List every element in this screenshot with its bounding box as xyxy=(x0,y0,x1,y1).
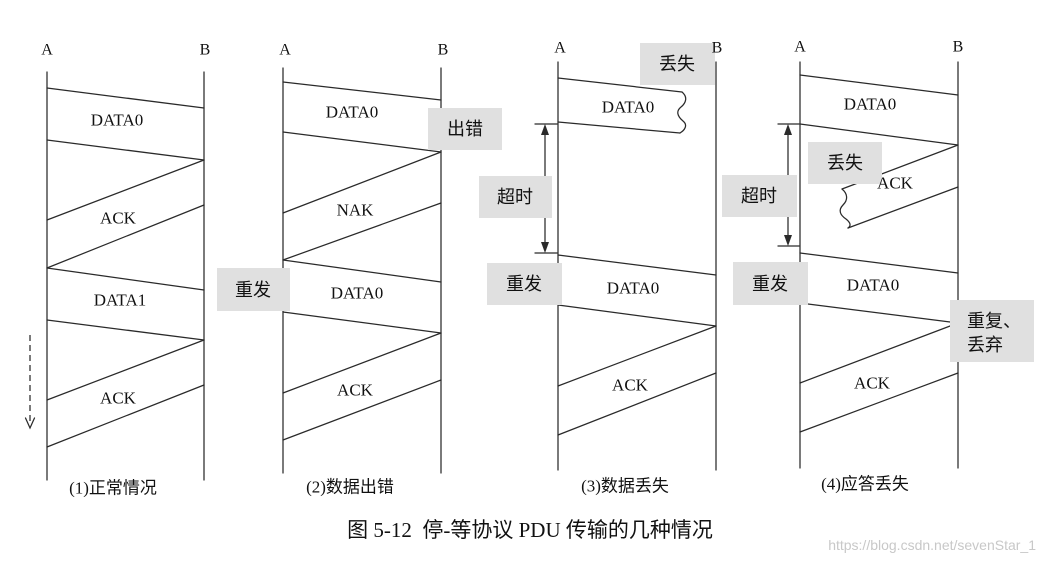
ack-frame-top-edge xyxy=(46,339,205,401)
ack-frame-bottom-edge xyxy=(799,372,959,433)
frame-label: NAK xyxy=(337,201,375,220)
timer-arrowhead-up xyxy=(541,124,549,135)
retransmit-callout-box xyxy=(487,263,562,305)
timer-arrowhead-down xyxy=(541,242,549,253)
ack-frame-top-edge xyxy=(46,159,205,221)
frame-label: DATA0 xyxy=(607,279,659,298)
ack-frame-bottom-edge xyxy=(46,384,205,448)
nak-frame-bottom-edge xyxy=(282,202,442,261)
panel-2-data-error: 出错 重发 A B DATA0 NAK DATA0 ACK (2)数据出错 xyxy=(217,42,502,497)
data0-frame-bottom-edge xyxy=(46,139,205,161)
timer-arrowhead-down xyxy=(784,235,792,246)
timeout-callout-text: 超时 xyxy=(497,187,533,207)
lost-frame-break-squiggle xyxy=(677,91,687,134)
timeout-callout-box xyxy=(722,175,797,217)
panel-caption: (3)数据丢失 xyxy=(581,477,669,496)
data0-retransmit-top-edge xyxy=(557,254,717,276)
frame-label: DATA0 xyxy=(326,103,378,122)
data0-retransmit-top-edge xyxy=(799,252,959,274)
data0-frame-top-edge xyxy=(46,87,205,109)
data0-frame-top-edge xyxy=(282,81,442,101)
frame-label: ACK xyxy=(612,376,649,395)
lost-callout-text: 丢失 xyxy=(659,54,695,74)
data1-frame-bottom-edge xyxy=(46,319,205,341)
frame-label: DATA0 xyxy=(602,98,654,117)
retransmit-callout-text: 重发 xyxy=(752,274,788,294)
nak-frame-top-edge xyxy=(282,151,442,214)
frame-label: DATA1 xyxy=(94,291,146,310)
lost-callout-box xyxy=(640,43,715,85)
frame-label: ACK xyxy=(100,209,137,228)
node-a-label: A xyxy=(554,40,566,57)
error-callout-text: 出错 xyxy=(447,119,483,139)
panel-1-normal: A B DATA0 ACK DATA1 ACK (1)正常情况 xyxy=(24,42,211,498)
lost-data0-top-edge xyxy=(557,77,683,93)
panel-3-data-lost: 丢失 超时 重发 A B DATA0 DATA0 ACK (3)数据丢失 xyxy=(479,40,722,496)
lost-frame-break-squiggle xyxy=(839,188,851,229)
frame-label: ACK xyxy=(337,381,374,400)
frame-label: ACK xyxy=(854,374,891,393)
retransmit-callout-box xyxy=(733,262,808,305)
ack-frame-top-edge xyxy=(282,332,442,394)
data0-frame-top-edge xyxy=(799,74,959,96)
ack-frame-bottom-edge xyxy=(282,379,442,441)
data0-frame-bottom-edge xyxy=(799,123,959,146)
time-direction-arrow xyxy=(24,335,36,430)
node-a-label: A xyxy=(279,42,291,59)
frame-label: DATA0 xyxy=(847,276,899,295)
lost-callout-box xyxy=(808,142,882,184)
node-b-label: B xyxy=(438,42,449,59)
panel-caption: (2)数据出错 xyxy=(306,478,394,497)
timeout-interval-marker xyxy=(534,123,558,254)
data0-retransmit-bottom-edge xyxy=(282,311,442,334)
node-b-label: B xyxy=(200,42,211,59)
frame-label: DATA0 xyxy=(91,111,143,130)
duplicate-discard-callout-box xyxy=(950,300,1034,362)
retransmit-callout-box xyxy=(217,268,290,311)
ack-frame-bottom-edge xyxy=(46,204,205,269)
data0-retransmit-bottom-edge xyxy=(799,302,959,324)
node-a-label: A xyxy=(794,39,806,56)
node-a-label: A xyxy=(41,42,53,59)
panel-caption: (4)应答丢失 xyxy=(821,475,909,494)
error-callout-box xyxy=(428,108,502,150)
figure-caption: 图 5-12 停-等协议 PDU 传输的几种情况 xyxy=(347,518,713,542)
panel-4-ack-lost: 丢失 超时 重发 重复、 丢弃 A B DATA0 ACK DATA0 ACK … xyxy=(722,39,1034,494)
ack-frame-top-edge xyxy=(799,322,959,384)
lost-ack-bottom-edge xyxy=(847,186,959,229)
watermark: https://blog.csdn.net/sevenStar_1 xyxy=(828,537,1036,553)
retransmit-callout-text: 重发 xyxy=(506,274,542,294)
ack-frame-top-edge xyxy=(557,325,717,387)
timer-arrowhead-up xyxy=(784,124,792,135)
lost-callout-text: 丢失 xyxy=(827,153,863,173)
data0-frame-bottom-edge xyxy=(282,131,442,153)
timeout-callout-text: 超时 xyxy=(741,186,777,206)
ack-frame-bottom-edge xyxy=(557,372,717,436)
duplicate-callout-line: 重复、 xyxy=(967,311,1021,331)
lost-data0-bottom-edge xyxy=(557,121,681,134)
frame-label: DATA0 xyxy=(331,284,383,303)
timeout-callout-box xyxy=(479,176,552,218)
data0-retransmit-top-edge xyxy=(282,259,442,283)
frame-label: DATA0 xyxy=(844,95,896,114)
node-b-label: B xyxy=(953,39,964,56)
panel-caption: (1)正常情况 xyxy=(69,479,157,498)
node-b-label: B xyxy=(712,40,723,57)
frame-label: ACK xyxy=(100,389,137,408)
data1-frame-top-edge xyxy=(46,267,205,291)
discard-callout-line: 丢弃 xyxy=(967,335,1003,355)
data0-retransmit-bottom-edge xyxy=(557,304,717,327)
retransmit-callout-text: 重发 xyxy=(235,280,271,300)
time-arrow-head xyxy=(24,417,36,430)
frame-label: ACK xyxy=(877,174,914,193)
